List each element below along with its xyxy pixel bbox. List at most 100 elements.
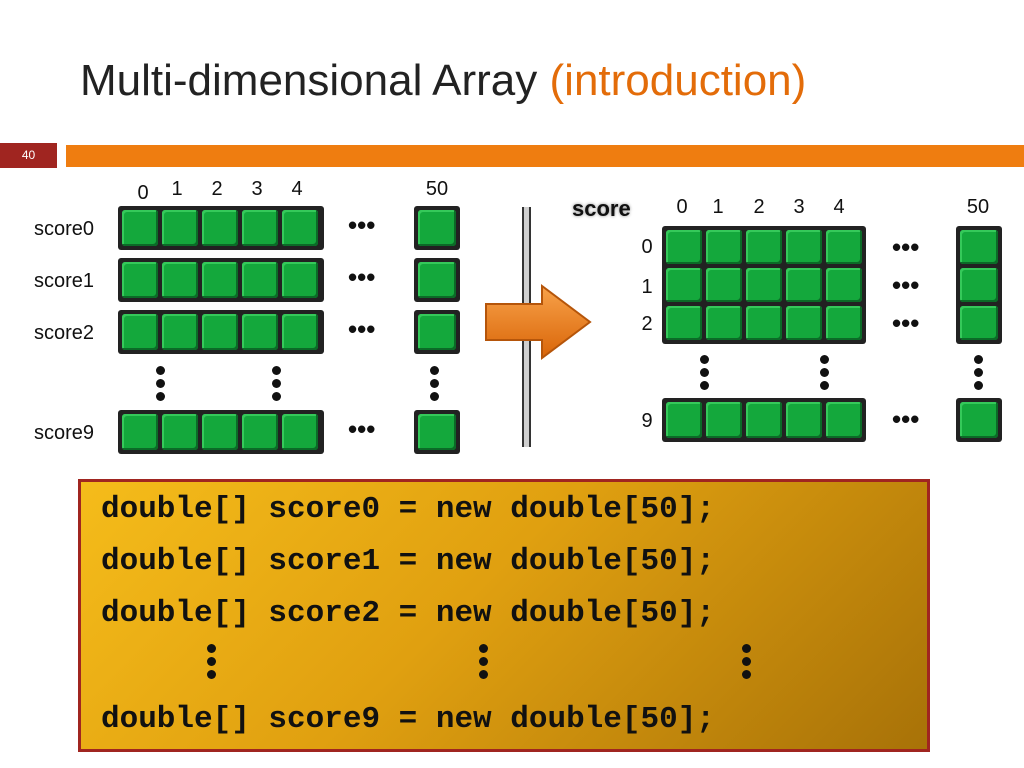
title-subtitle: (introduction) bbox=[549, 56, 807, 105]
array-cell bbox=[282, 414, 318, 450]
array-cell bbox=[282, 262, 318, 298]
array-score2-last bbox=[414, 310, 460, 354]
array-cell bbox=[706, 230, 742, 264]
array-2d-row-9-last bbox=[956, 398, 1002, 442]
array-2d-last-col bbox=[956, 226, 1002, 344]
array-cell bbox=[960, 306, 998, 340]
array-cell bbox=[746, 268, 782, 302]
row-index-2: 2 bbox=[641, 313, 653, 335]
array-cell bbox=[162, 414, 198, 450]
array-cell bbox=[242, 262, 278, 298]
array-cell bbox=[418, 210, 456, 246]
array-score9-last bbox=[414, 410, 460, 454]
array-cell bbox=[960, 268, 998, 302]
array-cell bbox=[162, 314, 198, 350]
ellipsis-h: ••• bbox=[348, 262, 376, 292]
array-cell bbox=[786, 268, 822, 302]
ellipsis-h: ••• bbox=[892, 404, 920, 434]
ellipsis-v bbox=[207, 644, 217, 683]
array-score2 bbox=[118, 310, 324, 354]
accent-bar bbox=[66, 145, 1024, 167]
ellipsis-v bbox=[974, 355, 984, 394]
array-cell bbox=[826, 268, 862, 302]
array-cell bbox=[746, 230, 782, 264]
ellipsis-v bbox=[700, 355, 710, 394]
row-label-score0: score0 bbox=[34, 218, 95, 240]
array-cell bbox=[826, 306, 862, 340]
ellipsis-h: ••• bbox=[892, 270, 920, 300]
array-name: score bbox=[572, 196, 631, 221]
slide-number: 40 bbox=[0, 143, 57, 168]
row-index-9: 9 bbox=[641, 410, 653, 432]
array-score0 bbox=[118, 206, 324, 250]
array-cell bbox=[418, 314, 456, 350]
code-line-4: double[] score9 = new double[50]; bbox=[101, 702, 715, 737]
array-cell bbox=[666, 268, 702, 302]
left-index-1: 1 bbox=[171, 178, 183, 200]
left-index-2: 2 bbox=[211, 178, 223, 200]
row-label-score2: score2 bbox=[34, 322, 95, 344]
code-line-2: double[] score1 = new double[50]; bbox=[101, 544, 715, 579]
array-cell bbox=[706, 306, 742, 340]
col-index-2: 2 bbox=[753, 196, 765, 218]
ellipsis-h: ••• bbox=[348, 314, 376, 344]
array-cell bbox=[162, 262, 198, 298]
ellipsis-v bbox=[742, 644, 752, 683]
array-cell bbox=[242, 414, 278, 450]
left-index-3: 3 bbox=[251, 178, 263, 200]
title-main: Multi-dimensional Array bbox=[80, 56, 538, 105]
row-label-score9: score9 bbox=[34, 422, 95, 444]
array-score1 bbox=[118, 258, 324, 302]
array-2d-row-9 bbox=[662, 398, 866, 442]
left-index-4: 4 bbox=[291, 178, 303, 200]
array-cell bbox=[202, 314, 238, 350]
ellipsis-h: ••• bbox=[892, 232, 920, 262]
ellipsis-h: ••• bbox=[348, 414, 376, 444]
code-box: double[] score0 = new double[50]; double… bbox=[78, 479, 930, 752]
array-score9 bbox=[118, 410, 324, 454]
col-index-4: 4 bbox=[833, 196, 845, 218]
array-cell bbox=[418, 262, 456, 298]
left-index-50: 50 bbox=[425, 178, 449, 200]
row-index-0: 0 bbox=[641, 236, 653, 258]
array-cell bbox=[706, 402, 742, 438]
slide-title: Multi-dimensional Array (introduction) bbox=[80, 56, 806, 106]
array-cell bbox=[666, 306, 702, 340]
array-cell bbox=[202, 414, 238, 450]
array-cell bbox=[826, 402, 862, 438]
array-cell bbox=[826, 230, 862, 264]
array-cell bbox=[666, 230, 702, 264]
ellipsis-h: ••• bbox=[348, 210, 376, 240]
ellipsis-v bbox=[156, 366, 166, 405]
array-cell bbox=[960, 230, 998, 264]
array-cell bbox=[746, 402, 782, 438]
array-cell bbox=[786, 402, 822, 438]
ellipsis-v bbox=[430, 366, 440, 405]
col-index-0: 0 bbox=[676, 196, 688, 218]
array-2d-block bbox=[662, 226, 866, 344]
array-cell bbox=[122, 262, 158, 298]
ellipsis-v bbox=[272, 366, 282, 405]
col-index-3: 3 bbox=[793, 196, 805, 218]
array-cell bbox=[706, 268, 742, 302]
left-index-0: 0 bbox=[137, 182, 149, 204]
array-cell bbox=[202, 262, 238, 298]
array-cell bbox=[122, 210, 158, 246]
array-cell bbox=[786, 230, 822, 264]
ellipsis-v bbox=[479, 644, 489, 683]
col-index-1: 1 bbox=[712, 196, 724, 218]
array-cell bbox=[122, 314, 158, 350]
code-line-3: double[] score2 = new double[50]; bbox=[101, 596, 715, 631]
array-cell bbox=[282, 314, 318, 350]
array-cell bbox=[122, 414, 158, 450]
array-cell bbox=[282, 210, 318, 246]
row-index-1: 1 bbox=[641, 276, 653, 298]
array-cell bbox=[746, 306, 782, 340]
ellipsis-h: ••• bbox=[892, 308, 920, 338]
right-arrow-icon bbox=[485, 284, 592, 360]
col-index-50: 50 bbox=[966, 196, 990, 218]
array-cell bbox=[242, 314, 278, 350]
array-cell bbox=[242, 210, 278, 246]
array-cell bbox=[960, 402, 998, 438]
ellipsis-v bbox=[820, 355, 830, 394]
